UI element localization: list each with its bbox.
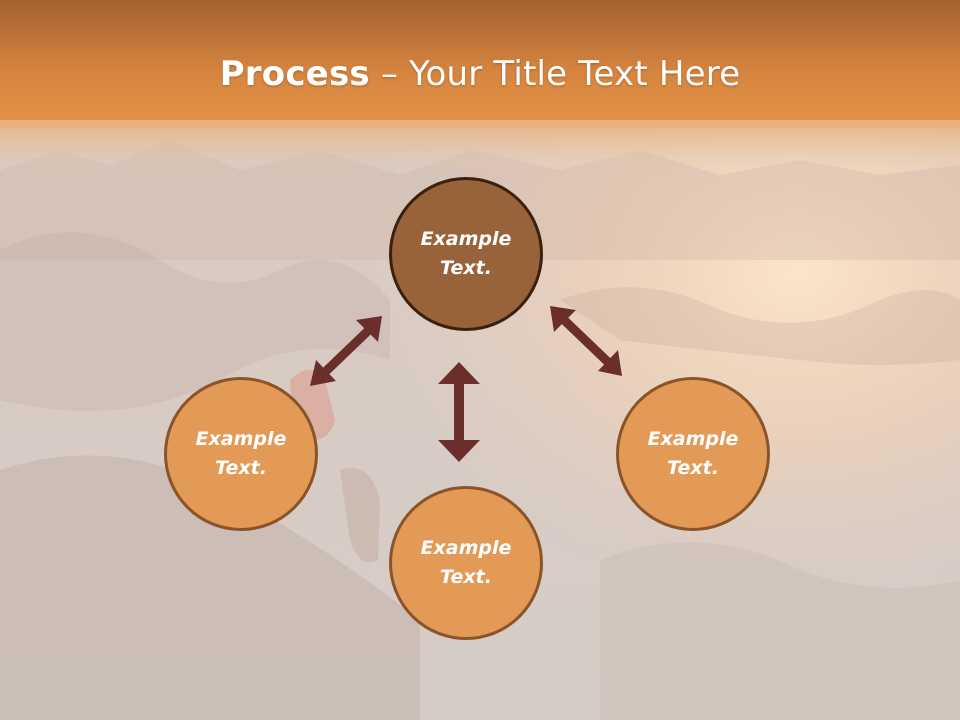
title-rest: – Your Title Text Here bbox=[369, 54, 741, 94]
title-bold: Process bbox=[219, 54, 370, 94]
node-left-label: Example Text. bbox=[195, 428, 287, 479]
process-node-top[interactable]: Example Text. bbox=[389, 177, 543, 331]
process-node-bottom[interactable]: Example Text. bbox=[389, 486, 543, 640]
node-right-label: Example Text. bbox=[647, 428, 739, 479]
node-bottom-label: Example Text. bbox=[420, 537, 512, 588]
process-node-right[interactable]: Example Text. bbox=[616, 377, 770, 531]
process-node-left[interactable]: Example Text. bbox=[164, 377, 318, 531]
node-top-label: Example Text. bbox=[420, 228, 512, 279]
slide-title: Process – Your Title Text Here bbox=[0, 52, 960, 96]
